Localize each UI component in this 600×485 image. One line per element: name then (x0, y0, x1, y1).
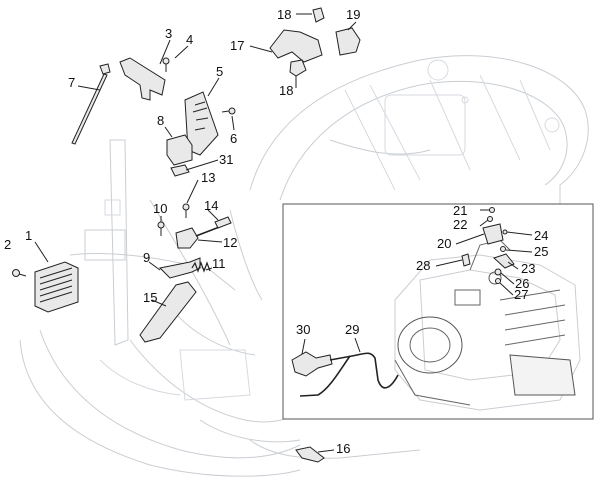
callout-24: 24 (534, 228, 548, 243)
cover-panel-icon (139, 281, 197, 343)
callout-8: 8 (157, 113, 164, 128)
callout-31: 31 (219, 152, 233, 167)
callout-3: 3 (165, 26, 172, 41)
callout-26: 26 (515, 276, 529, 291)
screw-icon-4 (162, 57, 170, 72)
callout-18-top: 18 (277, 7, 291, 22)
callout-16: 16 (336, 441, 350, 456)
callout-6: 6 (230, 131, 237, 146)
screw-icon-6 (221, 107, 236, 115)
callout-4: 4 (186, 32, 193, 47)
screw-icon-10 (157, 221, 165, 236)
callout-labels: 1 2 3 4 5 6 7 8 9 10 11 12 13 14 15 16 1… (4, 7, 548, 456)
relay-icon (166, 134, 193, 166)
clip-icon (295, 446, 325, 463)
callout-25: 25 (534, 244, 548, 259)
speed-sensor-icon (291, 351, 333, 377)
callout-15: 15 (143, 290, 157, 305)
engine-assembly (394, 239, 581, 411)
callout-1: 1 (25, 228, 32, 243)
callout-20: 20 (437, 236, 451, 251)
callout-7: 7 (68, 75, 75, 90)
bracket-icon (119, 57, 166, 101)
callout-12: 12 (223, 235, 237, 250)
callout-27: 27 (514, 287, 528, 302)
ring-icon-26 (494, 268, 502, 276)
callout-14: 14 (204, 198, 218, 213)
callout-19: 19 (346, 7, 360, 22)
lever-icon (493, 253, 515, 269)
screw-icon-2 (12, 269, 27, 277)
callout-10: 10 (153, 201, 167, 216)
sensor-top-icon (312, 7, 325, 23)
screw-icon-24 (502, 229, 508, 235)
support-bracket-icon (269, 29, 323, 63)
callout-23: 23 (521, 261, 535, 276)
callout-21: 21 (453, 203, 467, 218)
sensor-cable (299, 352, 399, 397)
relay-box-icon (335, 27, 361, 56)
scooter-body-outline (19, 55, 589, 477)
screw-icon-21 (489, 207, 495, 213)
voltage-regulator-icon (34, 261, 79, 313)
cable-tie-icon (71, 63, 111, 145)
washer-icon-25 (500, 246, 506, 252)
ring-icon-27 (495, 278, 501, 284)
callout-9: 9 (143, 250, 150, 265)
grommet-icon (289, 59, 307, 77)
callout-30: 30 (296, 322, 310, 337)
leader-lines (34, 13, 533, 453)
mounting-plate-icon (158, 257, 201, 279)
fuse-icon (170, 164, 190, 177)
callout-22: 22 (453, 217, 467, 232)
callout-11: 11 (212, 256, 226, 271)
sensor-icon (175, 225, 223, 249)
switch-icon (482, 223, 504, 245)
callout-29: 29 (345, 322, 359, 337)
screw-icon-13 (182, 203, 190, 218)
callout-18-bottom: 18 (279, 83, 293, 98)
bolt-icon-28 (461, 253, 471, 267)
callout-17: 17 (230, 38, 244, 53)
washer-icon-22 (487, 216, 493, 222)
spring-icon (191, 261, 211, 273)
callout-5: 5 (216, 64, 223, 79)
connector-icon (214, 216, 232, 229)
callout-28: 28 (416, 258, 430, 273)
callout-2: 2 (4, 237, 11, 252)
callout-13: 13 (201, 170, 215, 185)
